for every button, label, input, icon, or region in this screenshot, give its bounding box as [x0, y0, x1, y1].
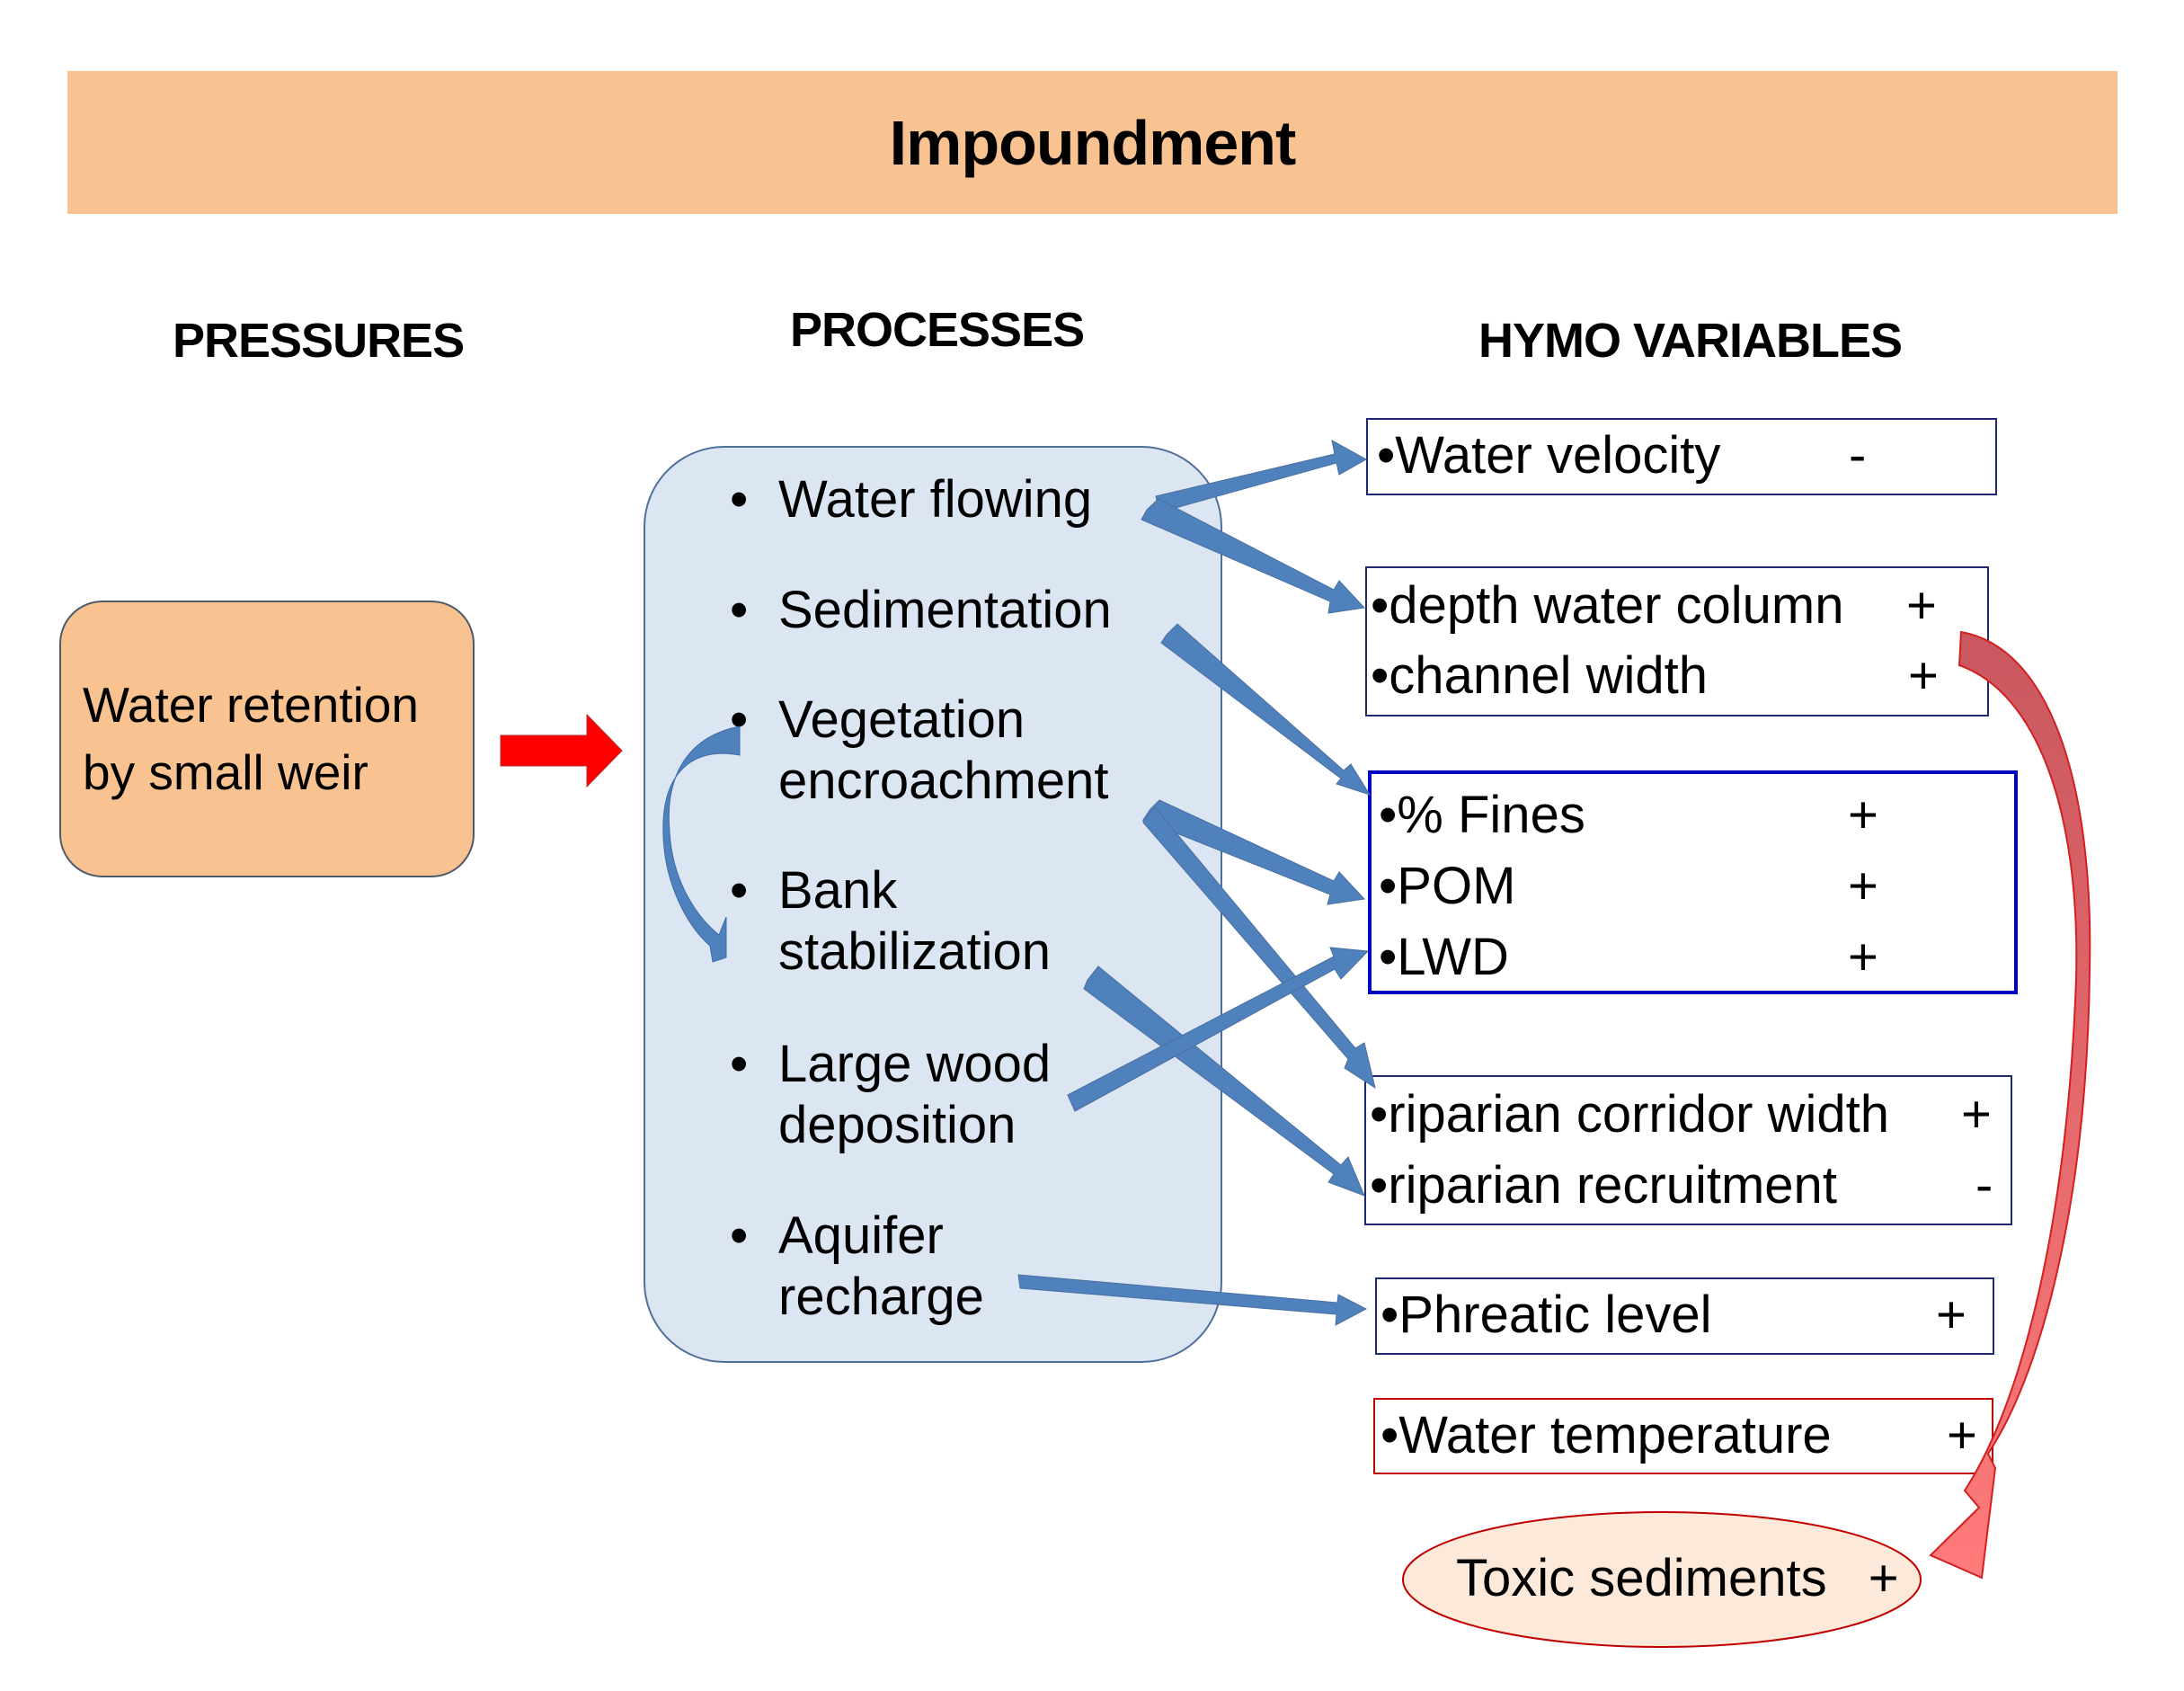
arrow-aquifer-to-phreatic [1017, 1274, 1368, 1326]
title-banner: Impoundment [67, 71, 2117, 214]
process-bank-stabilization: • Bank stabilization [730, 860, 1052, 983]
process-vegetation-encroachment: • Vegetation encroachment [730, 690, 1109, 812]
arrow-wood-to-lwd [1067, 947, 1370, 1112]
hymo-sign: - [1975, 1156, 1993, 1215]
hymo-box-channel: •depth water column + •channel width + [1365, 566, 1989, 716]
hymo-label: •Water velocity [1377, 426, 1721, 485]
arrow-channel-to-toxic [1929, 630, 2091, 1580]
pressure-to-process-arrow [500, 713, 623, 788]
hymo-sign: + [1848, 928, 1878, 986]
hymo-label: •Phreatic level [1381, 1286, 1712, 1344]
process-label: Vegetation [778, 690, 1025, 749]
hymo-label: •depth water column [1371, 576, 1844, 635]
process-label: recharge [778, 1268, 984, 1326]
hymo-label: •POM [1379, 857, 1516, 915]
process-label: Water flowing [778, 470, 1093, 529]
hymo-box-temperature: •Water temperature + [1373, 1398, 1993, 1474]
hymo-label: •riparian recruitment [1370, 1156, 1837, 1215]
hymo-sign: + [1848, 857, 1878, 915]
hymo-box-substrate: •% Fines + •POM + •LWD + [1368, 770, 2018, 994]
hymo-label: •LWD [1379, 928, 1509, 986]
process-label: Sedimentation [778, 581, 1112, 639]
arrow-flow-to-depth [1141, 498, 1366, 614]
pressure-box: Water retention by small weir [59, 601, 475, 877]
toxic-sediments-ellipse [1402, 1511, 1922, 1648]
process-sedimentation: • Sedimentation [730, 580, 1112, 641]
hymo-sign: + [1947, 1406, 1977, 1464]
process-label: Bank [778, 861, 898, 920]
arrow-veg-to-fines [1142, 799, 1366, 905]
arrow-flow-to-velocity [1155, 440, 1368, 513]
process-large-wood-deposition: • Large wood deposition [730, 1034, 1052, 1156]
process-label: Aquifer [778, 1206, 944, 1265]
bullet: • [730, 861, 749, 920]
pressure-line: by small weir [83, 744, 368, 800]
process-label: deposition [778, 1096, 1017, 1154]
hymo-variables-header: HYMO VARIABLES [1478, 314, 1903, 368]
process-label: Large wood [778, 1035, 1052, 1093]
toxic-sign: + [1868, 1549, 1899, 1607]
hymo-sign: - [1849, 426, 1867, 485]
pressures-header: PRESSURES [173, 314, 465, 368]
hymo-box-velocity: •Water velocity - [1366, 418, 1997, 495]
arrow-sed-to-fines [1160, 623, 1372, 796]
bullet: • [730, 470, 749, 529]
process-water-flowing: • Water flowing [730, 469, 1093, 530]
process-label: encroachment [778, 752, 1109, 810]
toxic-label: Toxic sediments [1456, 1549, 1827, 1607]
hymo-label: •channel width [1371, 646, 1708, 705]
bullet: • [730, 581, 749, 639]
hymo-sign: + [1906, 576, 1937, 635]
hymo-sign: + [1908, 646, 1939, 705]
page-title: Impoundment [889, 107, 1297, 178]
process-aquifer-recharge: • Aquifer recharge [730, 1206, 984, 1328]
hymo-sign: + [1936, 1286, 1966, 1344]
hymo-box-riparian: •riparian corridor width + •riparian rec… [1364, 1075, 2012, 1225]
hymo-sign: + [1848, 786, 1878, 844]
process-label: stabilization [778, 922, 1052, 981]
hymo-label: •% Fines [1379, 786, 1585, 844]
hymo-label: •Water temperature [1381, 1406, 1832, 1464]
bullet: • [730, 1206, 749, 1265]
hymo-sign: + [1961, 1085, 1992, 1144]
arrow-veg-to-riparian [1142, 806, 1376, 1090]
bullet: • [730, 1035, 749, 1093]
hymo-box-phreatic: •Phreatic level + [1375, 1277, 1994, 1355]
pressure-text: Water retention by small weir [83, 672, 419, 806]
hymo-label: •riparian corridor width [1370, 1085, 1889, 1144]
processes-header: PROCESSES [790, 303, 1085, 357]
arrow-veg-to-bank [662, 725, 741, 963]
pressure-line: Water retention [83, 677, 419, 733]
toxic-sediments: Toxic sediments + [1456, 1548, 1899, 1609]
